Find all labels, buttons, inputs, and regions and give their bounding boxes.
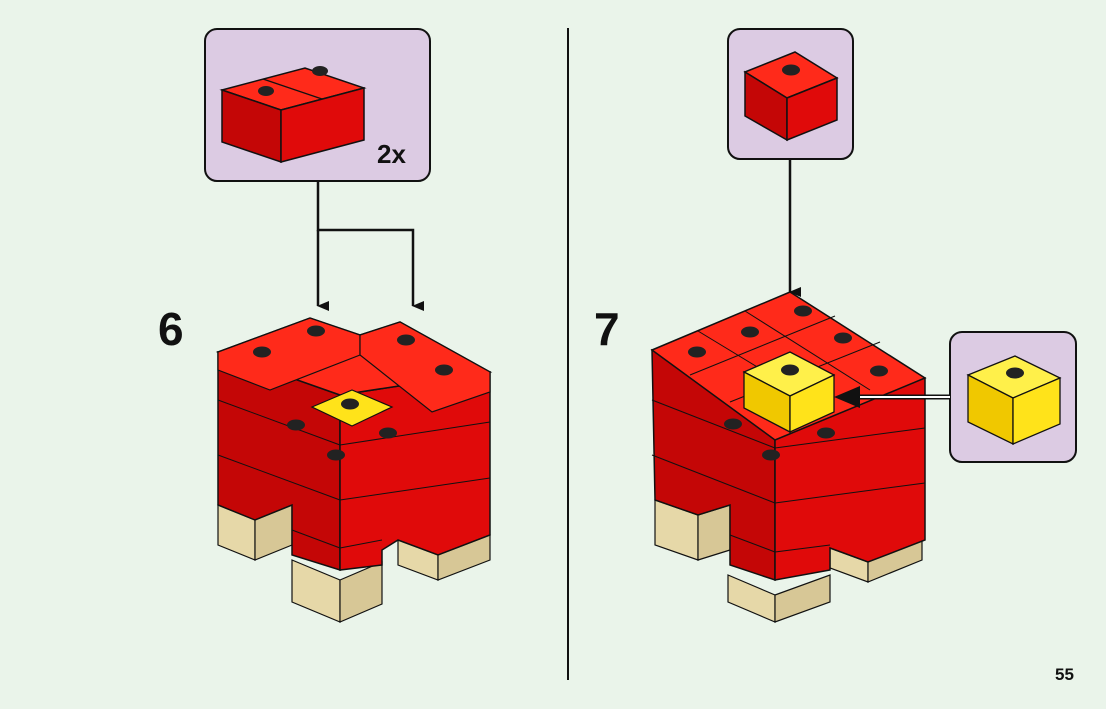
red-1x1-brick-icon bbox=[743, 51, 839, 142]
yellow-1x1-brick-icon bbox=[966, 355, 1062, 446]
step7-insert-arrow bbox=[834, 386, 950, 408]
step6-model bbox=[215, 317, 493, 623]
part-quantity-label: 2x bbox=[377, 139, 406, 169]
step-number-6: 6 bbox=[158, 303, 184, 355]
step-divider bbox=[567, 28, 569, 680]
step-number-7: 7 bbox=[594, 303, 620, 355]
page-number: 55 bbox=[1055, 665, 1074, 684]
red-2x1-brick-icon bbox=[219, 66, 367, 164]
step6-arrows bbox=[316, 181, 424, 311]
step7-model bbox=[650, 291, 927, 623]
